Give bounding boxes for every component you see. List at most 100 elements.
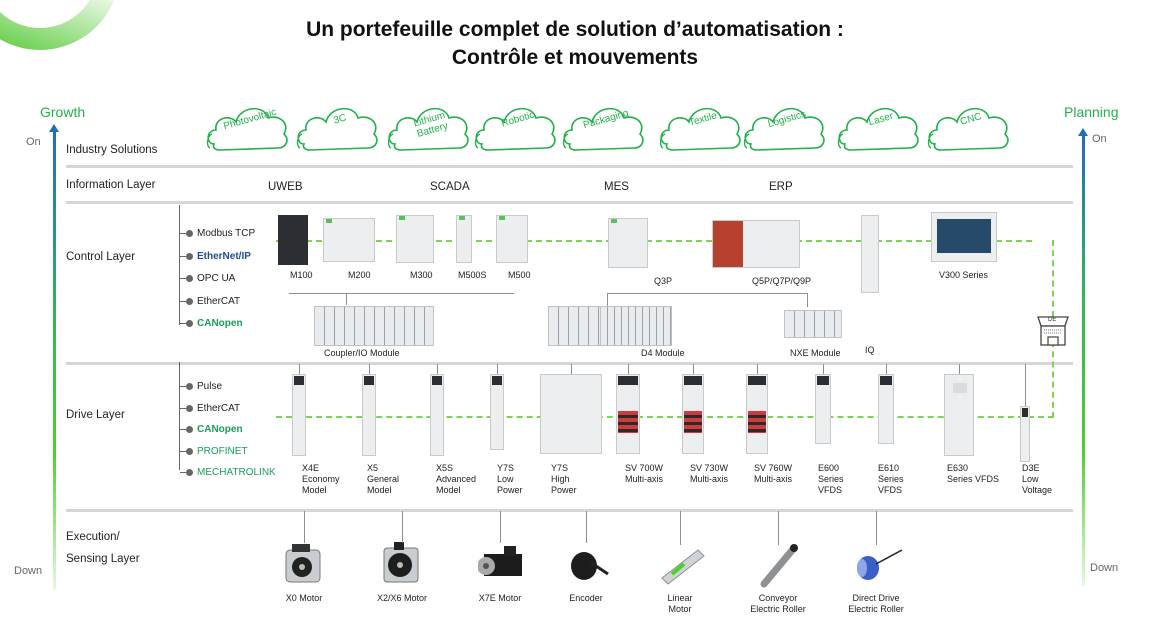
info-erp: ERP	[769, 181, 793, 193]
protocol-label: OPC UA	[197, 273, 236, 284]
layer-information: Information Layer	[66, 179, 156, 191]
industry-cloud[interactable]: 3C	[294, 100, 380, 152]
control-tree-line	[179, 205, 180, 325]
connector	[607, 293, 608, 307]
protocol-item: EtherNet/IP	[180, 250, 251, 262]
drive-label-line: X5S	[436, 463, 454, 473]
iq-device-image[interactable]	[861, 215, 879, 293]
controller-image[interactable]	[396, 215, 434, 263]
controller-image[interactable]	[712, 220, 800, 268]
controller-label: M200	[348, 270, 371, 280]
connector	[402, 511, 403, 543]
io-module-image[interactable]	[314, 306, 434, 346]
execution-device-image[interactable]	[282, 540, 332, 590]
execution-label: X0 Motor	[264, 593, 344, 604]
execution-device-image[interactable]	[477, 540, 528, 590]
drive-display	[618, 376, 638, 385]
io-module-label: NXE Module	[790, 348, 841, 358]
controller-image[interactable]	[931, 212, 997, 262]
drive-label-line: SV 760W	[754, 463, 793, 473]
industry-cloud[interactable]: Laser	[835, 100, 921, 152]
protocol-label: MECHATROLINK	[197, 467, 276, 478]
industry-cloud[interactable]: Logistics	[741, 100, 827, 152]
drive-image[interactable]	[746, 374, 768, 454]
controller-image[interactable]	[323, 218, 375, 262]
status-led	[399, 216, 405, 220]
layer-industry-solutions: Industry Solutions	[66, 144, 158, 156]
drive-label-line: Y7S	[497, 463, 515, 473]
protocol-connector-icon	[180, 320, 193, 327]
drive-image[interactable]	[944, 374, 974, 456]
drive-image[interactable]	[682, 374, 704, 454]
title-line-2: Contrôle et mouvements	[451, 46, 699, 69]
d4-module-image[interactable]	[600, 306, 672, 346]
controller-image[interactable]	[456, 215, 472, 263]
execution-label: Encoder	[546, 593, 626, 604]
status-led	[326, 219, 332, 223]
drive-display	[294, 376, 304, 385]
drive-label-line: Model	[367, 485, 392, 495]
info-scada: SCADA	[430, 181, 470, 193]
execution-device-image[interactable]	[380, 540, 430, 590]
drive-image[interactable]	[292, 374, 306, 456]
io-module-image[interactable]	[784, 310, 842, 338]
control-network-dash	[276, 240, 1032, 242]
industry-cloud[interactable]: Textile	[657, 100, 743, 152]
execution-device-image[interactable]	[658, 540, 708, 590]
protocol-item: Modbus TCP	[180, 228, 256, 239]
drive-label-line: High	[551, 474, 570, 484]
layer-execution-line2: Sensing Layer	[66, 553, 140, 565]
drive-image[interactable]	[362, 374, 376, 456]
left-down-label: Down	[14, 565, 43, 577]
drive-terminals	[618, 411, 638, 433]
controller-label: V300 Series	[939, 270, 989, 280]
protocol-item: EtherCAT	[180, 296, 240, 307]
drive-image[interactable]	[430, 374, 444, 456]
execution-device-image[interactable]	[756, 540, 806, 590]
connector	[959, 364, 960, 374]
protocol-label: EtherNet/IP	[197, 250, 251, 262]
protocol-label: Modbus TCP	[197, 228, 256, 239]
drive-label-line: Multi-axis	[625, 474, 664, 484]
drive-label-line: Economy	[302, 474, 340, 484]
drive-display	[748, 376, 766, 385]
drive-label-line: VFDS	[878, 485, 903, 495]
industry-cloud[interactable]: Robotic	[472, 100, 558, 152]
drive-image[interactable]	[490, 374, 504, 450]
drive-image[interactable]	[540, 374, 602, 454]
divider	[66, 509, 1073, 512]
protocol-connector-icon	[180, 383, 193, 390]
controller-image[interactable]	[278, 215, 308, 265]
drive-label-line: Voltage	[1022, 485, 1053, 495]
execution-device-image[interactable]	[854, 540, 904, 590]
controller-label: Q3P	[654, 276, 673, 286]
execution-label-line: Direct Drive	[852, 593, 900, 603]
execution-device-image[interactable]	[564, 540, 614, 590]
drive-image[interactable]	[1020, 406, 1030, 462]
controller-image[interactable]	[496, 215, 528, 263]
layer-control: Control Layer	[66, 251, 136, 263]
left-on-label: On	[26, 136, 41, 148]
controller-image[interactable]	[608, 218, 648, 268]
drive-image[interactable]	[815, 374, 831, 444]
planning-label: Planning	[1064, 104, 1119, 120]
io-module-label: D4 Module	[641, 348, 685, 358]
industry-cloud[interactable]: Photovoltaic	[204, 100, 290, 152]
connector	[680, 511, 681, 545]
industry-cloud[interactable]: Packaging	[560, 100, 646, 152]
divider	[66, 201, 1073, 204]
drive-image[interactable]	[878, 374, 894, 444]
drive-display	[432, 376, 442, 385]
drive-image[interactable]	[616, 374, 640, 454]
execution-label-line: Electric Roller	[750, 604, 806, 614]
planning-arrow-icon	[1078, 128, 1088, 136]
industry-cloud[interactable]: CNC	[925, 100, 1011, 152]
protocol-item: MECHATROLINK	[180, 467, 276, 478]
drive-label-line: SV 730W	[690, 463, 729, 473]
